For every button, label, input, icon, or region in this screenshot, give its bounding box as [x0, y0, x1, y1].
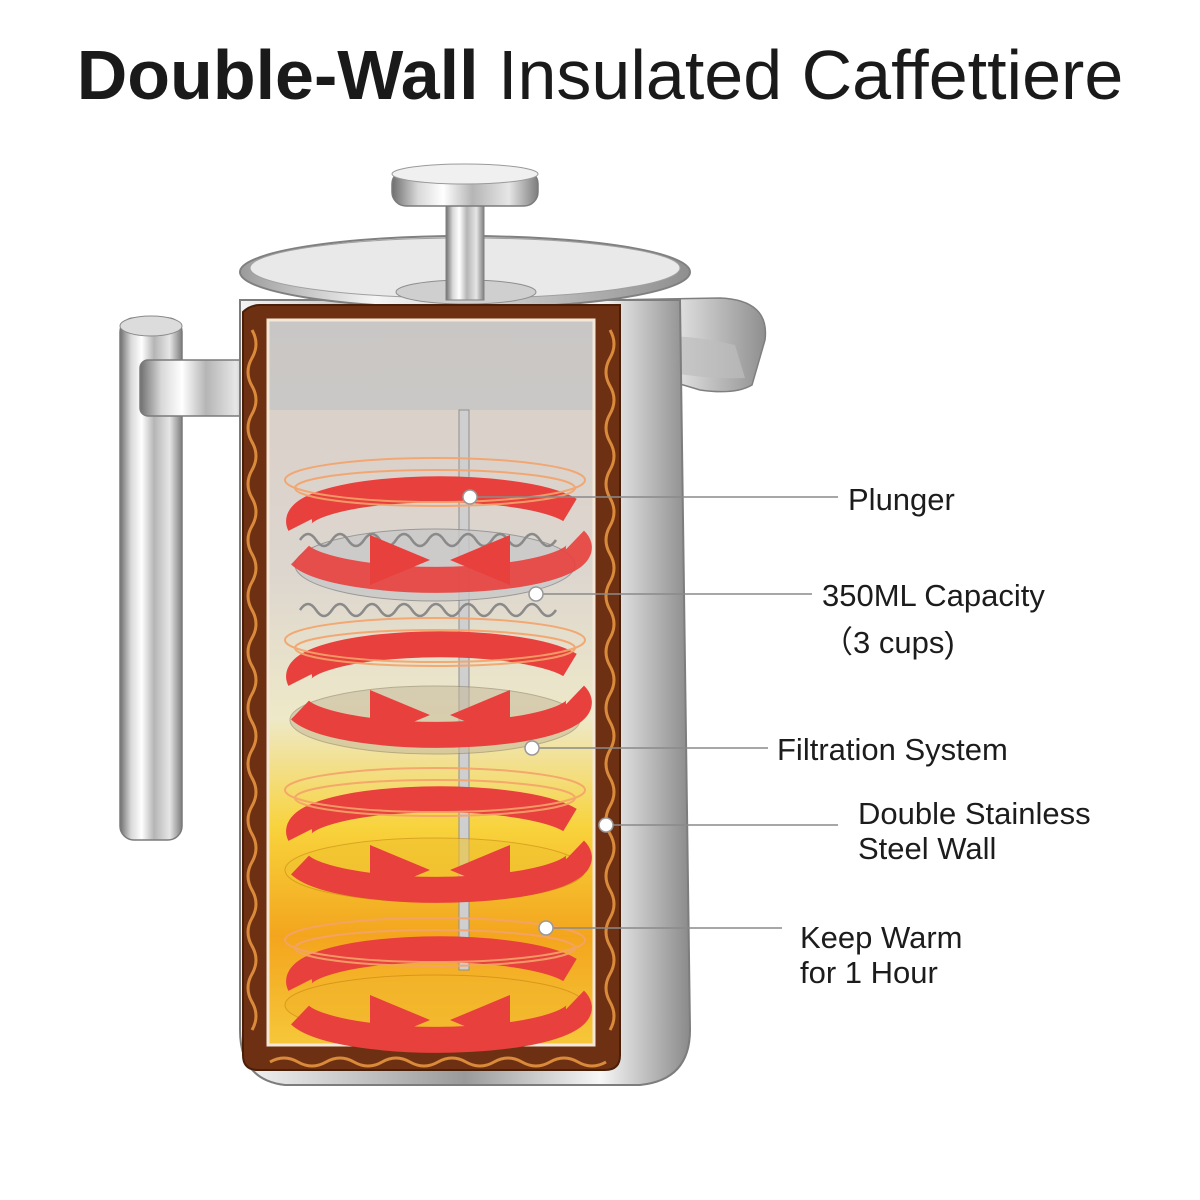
callout-plunger: Plunger	[848, 482, 955, 517]
callout-capacity: 350ML Capacity （3 cups)	[822, 578, 1045, 660]
callout-double-wall: Double Stainless Steel Wall	[858, 796, 1091, 866]
headline-rest: Insulated Caffettiere	[498, 36, 1124, 114]
heat-rings	[286, 476, 592, 1053]
callout-dot-capacity	[528, 586, 544, 602]
plunger-knob	[391, 163, 539, 301]
callout-leaders	[462, 489, 838, 936]
callout-keep-warm: Keep Warm for 1 Hour	[800, 920, 963, 990]
callout-keep-warm-line-1: Keep Warm	[800, 920, 963, 955]
headline-bold: Double-Wall	[76, 36, 479, 114]
callout-plunger-line-1: Plunger	[848, 482, 955, 517]
callout-filtration-line-1: Filtration System	[777, 732, 1008, 767]
callout-dot-filtration	[524, 740, 540, 756]
callout-capacity-line-1: 350ML Capacity	[822, 578, 1045, 613]
glow-rings	[284, 457, 586, 967]
callout-double-wall-line-2: Steel Wall	[858, 831, 997, 866]
heat-ring-2	[286, 631, 592, 748]
callout-filtration: Filtration System	[777, 732, 1008, 767]
heat-ring-1	[286, 476, 592, 593]
heat-ring-4	[286, 936, 592, 1053]
callout-dot-wall	[598, 817, 614, 833]
heat-ring-3	[286, 786, 592, 903]
callout-keep-warm-line-2: for 1 Hour	[800, 955, 938, 990]
callout-dot-plunger	[462, 489, 478, 505]
callout-capacity-line-2: （3 cups)	[822, 625, 955, 660]
callout-dot-warm	[538, 920, 554, 936]
callout-double-wall-line-1: Double Stainless	[858, 796, 1091, 831]
headline: Double-Wall Insulated Caffettiere	[0, 30, 1200, 120]
